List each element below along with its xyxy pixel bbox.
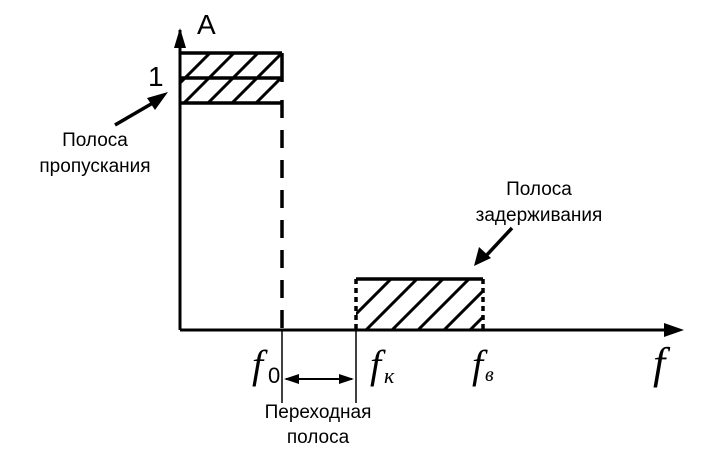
passband-pointer-arrow: [114, 98, 159, 127]
passband-label-line2: пропускания: [39, 156, 150, 177]
x-axis-arrow-icon: [664, 323, 684, 337]
fk-label: f к: [370, 342, 395, 388]
y-axis-label: A: [197, 9, 216, 40]
transition-arrow-left-icon: [284, 374, 299, 384]
passband-label-line1: Полоса: [62, 130, 128, 151]
passband-region: [180, 51, 284, 105]
transition-label-line2: полоса: [287, 427, 350, 448]
stopband-pointer-arrow: [482, 226, 514, 260]
fv-label: f в: [472, 342, 494, 387]
y-axis-arrow-icon: [174, 28, 186, 48]
f0-label: f 0: [252, 342, 280, 388]
transition-arrow-right-icon: [339, 374, 354, 384]
stopband-pointer-arrow-icon: [474, 247, 491, 266]
svg-text:в: в: [485, 364, 494, 386]
x-axis-label: f: [653, 339, 671, 388]
svg-text:к: к: [384, 363, 395, 388]
stopband-label-line1: Полоса: [506, 179, 572, 200]
svg-text:0: 0: [268, 363, 280, 388]
svg-text:f: f: [252, 342, 268, 387]
passband-pointer-arrow-icon: [147, 92, 168, 110]
transition-label-line1: Переходная: [265, 402, 372, 423]
y-tick-one: 1: [148, 61, 164, 92]
stopband-region: [354, 277, 485, 330]
stopband-label-line2: задерживания: [476, 205, 603, 226]
